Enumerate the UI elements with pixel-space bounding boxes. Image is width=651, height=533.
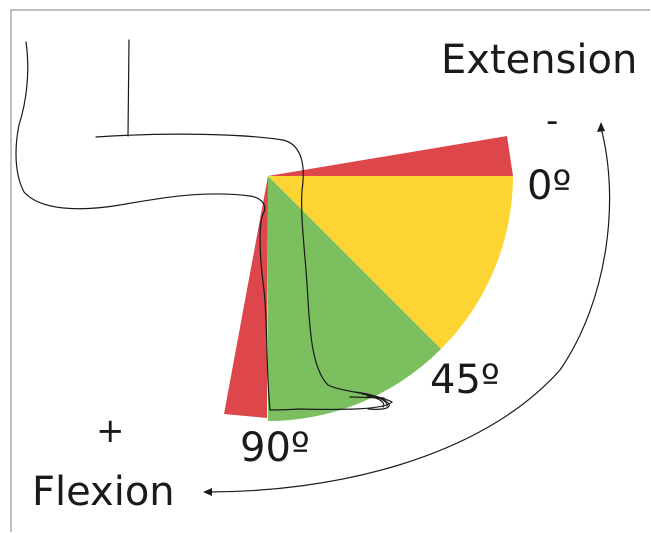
angle-45-label: 45º bbox=[430, 357, 500, 403]
toe-curl-1 bbox=[354, 391, 390, 410]
thigh-upper-and-shin-contour bbox=[95, 133, 394, 411]
toe-curl-2 bbox=[361, 393, 388, 407]
flexion-sign: + bbox=[96, 411, 125, 451]
thigh-lower-contour bbox=[15, 41, 271, 411]
frame-border bbox=[10, 9, 650, 532]
extension-label: Extension bbox=[441, 37, 638, 83]
angle-90-label: 90º bbox=[240, 425, 310, 471]
toe-curl-3 bbox=[366, 395, 385, 408]
leg-outline bbox=[15, 39, 394, 411]
yellow-zone bbox=[268, 176, 513, 349]
arrow-head-extension-icon bbox=[597, 122, 605, 132]
flexion-label: Flexion bbox=[32, 469, 175, 515]
foot-line bbox=[349, 396, 385, 399]
arrow-head-flexion-icon bbox=[203, 488, 212, 496]
motion-arc bbox=[207, 127, 611, 493]
angle-0-label: 0º bbox=[527, 163, 572, 209]
extension-sign: - bbox=[546, 101, 559, 141]
red-zone-extension bbox=[268, 136, 513, 176]
torso-line bbox=[127, 39, 130, 137]
green-zone bbox=[268, 176, 441, 421]
red-zone-flexion bbox=[224, 176, 268, 418]
